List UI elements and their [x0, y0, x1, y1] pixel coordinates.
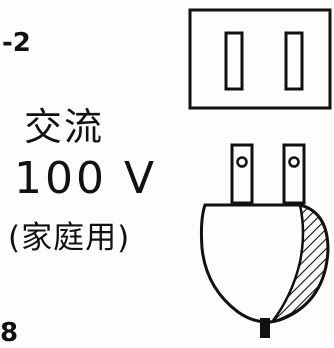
outlet-slot-left — [224, 31, 244, 91]
plug-prong-left — [230, 143, 254, 205]
ac-label: 交流 — [24, 105, 105, 149]
diagram-canvas: -2 交流 100 V (家庭用) 8 — [0, 8, 332, 348]
plug-cord — [260, 318, 270, 338]
wall-outlet — [188, 8, 332, 110]
outlet-and-plug-illustration — [188, 8, 332, 338]
plug-prong-right — [282, 143, 306, 205]
voltage-label: 100 V — [14, 153, 158, 204]
household-label: (家庭用) — [8, 220, 131, 256]
plug — [199, 143, 330, 338]
figure-number: -2 — [2, 28, 31, 58]
outlet-slot-right — [284, 31, 304, 91]
